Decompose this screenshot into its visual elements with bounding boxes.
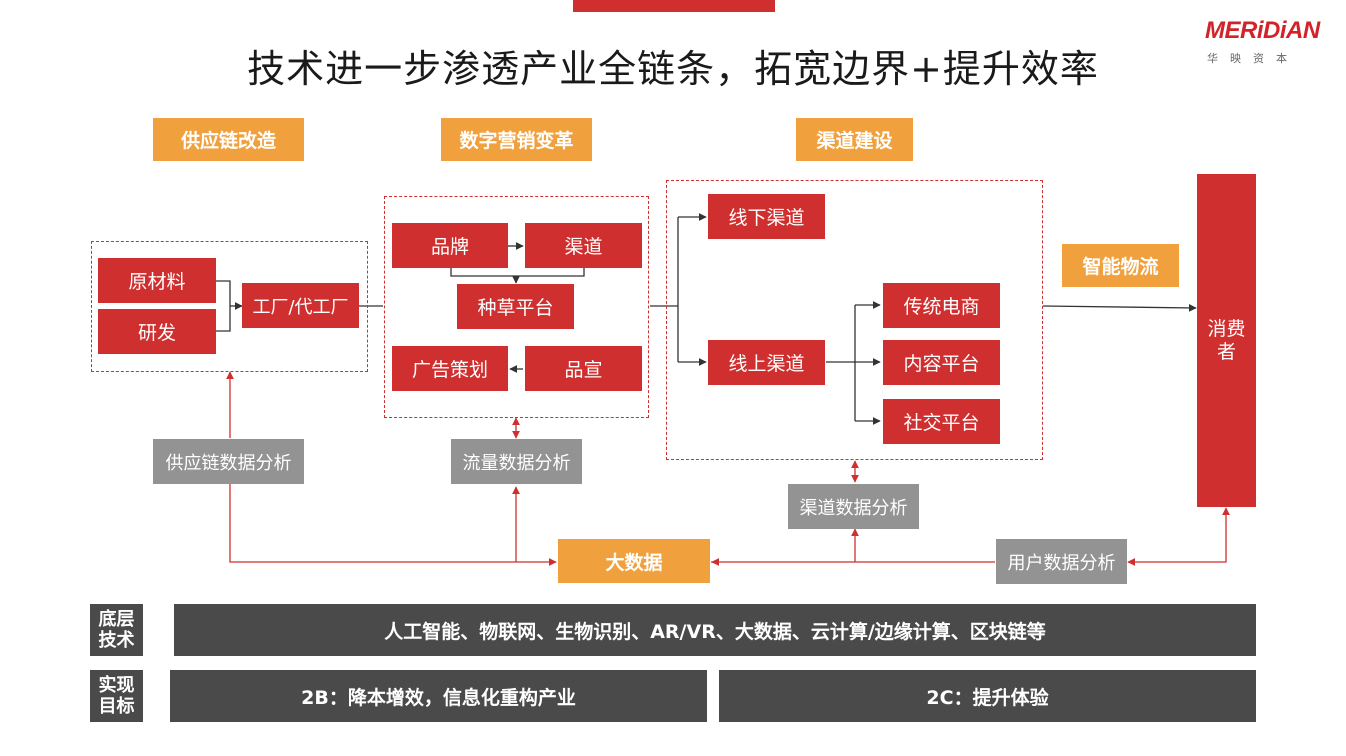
underlying-tech-bar: 人工智能、物联网、生物识别、AR/VR、大数据、云计算/边缘计算、区块链等 — [174, 604, 1256, 656]
marketing-group — [384, 196, 649, 418]
logo-subtitle: 华映资本 — [1207, 52, 1299, 65]
consumer-label: 消费者 — [1207, 317, 1246, 363]
goal-2c-bar: 2C：提升体验 — [719, 670, 1256, 722]
logo-name: MERiDiAN — [1205, 17, 1320, 44]
meridian-logo: MERiDiAN 华映资本 — [1205, 18, 1329, 68]
section-channel-building: 渠道建设 — [796, 118, 913, 161]
node-marketing-channel: 渠道 — [525, 223, 642, 268]
node-rnd: 研发 — [98, 309, 216, 354]
section-supply-chain: 供应链改造 — [153, 118, 304, 161]
label-underlying-tech: 底层技术 — [90, 604, 143, 656]
node-promotion: 品宣 — [525, 346, 642, 391]
node-seeding-platform: 种草平台 — [457, 284, 574, 329]
node-traditional-ecommerce: 传统电商 — [883, 283, 1000, 328]
node-consumer: 消费者 — [1197, 174, 1256, 507]
analytics-user: 用户数据分析 — [996, 539, 1127, 584]
node-content-platform: 内容平台 — [883, 340, 1000, 385]
analytics-channel: 渠道数据分析 — [788, 484, 919, 529]
node-factory: 工厂/代工厂 — [242, 283, 359, 328]
label-goals: 实现目标 — [90, 670, 143, 722]
node-raw-material: 原材料 — [98, 258, 216, 303]
supply-chain-group — [91, 241, 368, 372]
node-online-channel: 线上渠道 — [708, 340, 825, 385]
node-brand: 品牌 — [392, 223, 508, 268]
goal-2b-bar: 2B：降本增效，信息化重构产业 — [170, 670, 707, 722]
section-smart-logistics: 智能物流 — [1062, 244, 1179, 287]
node-ad-planning: 广告策划 — [392, 346, 508, 391]
node-big-data: 大数据 — [558, 539, 710, 583]
node-social-platform: 社交平台 — [883, 399, 1000, 444]
section-digital-marketing: 数字营销变革 — [441, 118, 592, 161]
analytics-traffic: 流量数据分析 — [451, 439, 582, 484]
node-offline-channel: 线下渠道 — [708, 194, 825, 239]
top-accent-bar — [573, 0, 775, 12]
analytics-supply-chain: 供应链数据分析 — [153, 439, 304, 484]
channel-group — [666, 180, 1043, 460]
page-title: 技术进一步渗透产业全链条，拓宽边界+提升效率 — [247, 47, 1099, 91]
